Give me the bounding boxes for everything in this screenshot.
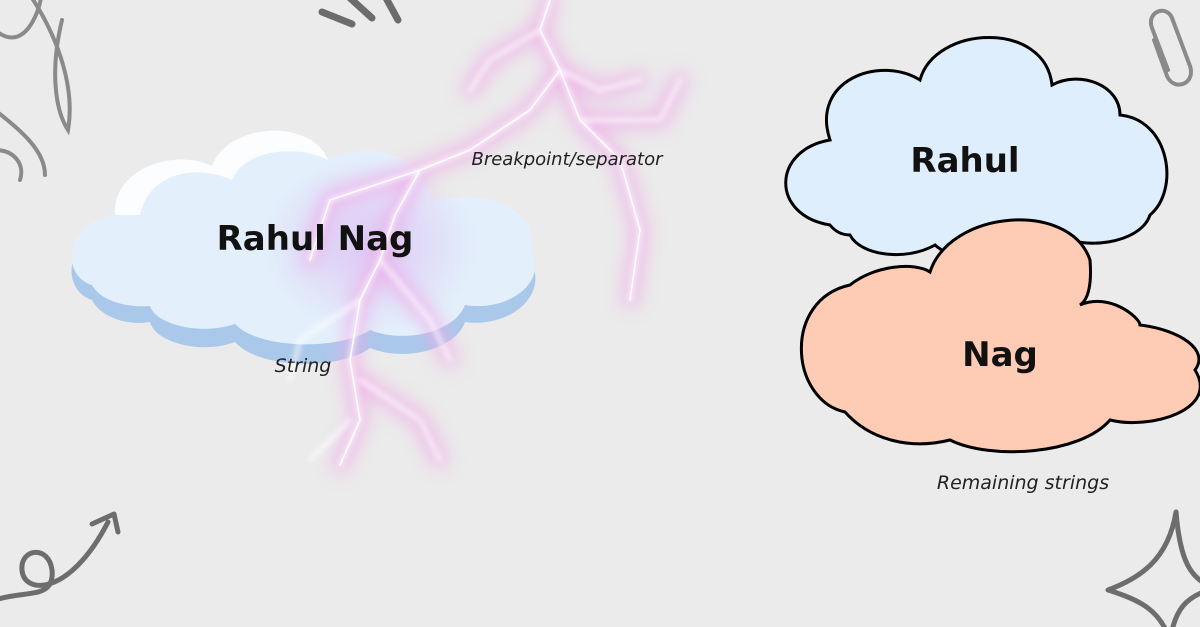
- lightning-bolt-icon: [288, 0, 688, 473]
- result-cloud-nag: [799, 218, 1200, 454]
- arrow-doodle-icon: [0, 511, 121, 602]
- string-caption: String: [275, 355, 332, 377]
- separator-caption: Breakpoint/separator: [471, 149, 664, 170]
- source-cloud-label: Rahul Nag: [217, 219, 414, 259]
- remaining-caption: Remaining strings: [937, 472, 1109, 494]
- leaf-scribble-icon: [0, 0, 72, 182]
- paperclip-icon: [1148, 8, 1193, 87]
- burst-lines-icon: [318, 0, 402, 28]
- cloud-glow: [260, 155, 480, 335]
- result-cloud-rahul-label: Rahul: [910, 141, 1019, 181]
- result-cloud-rahul: [784, 36, 1169, 262]
- result-cloud-nag-label: Nag: [962, 335, 1038, 375]
- sparkle-icon: [1105, 509, 1200, 627]
